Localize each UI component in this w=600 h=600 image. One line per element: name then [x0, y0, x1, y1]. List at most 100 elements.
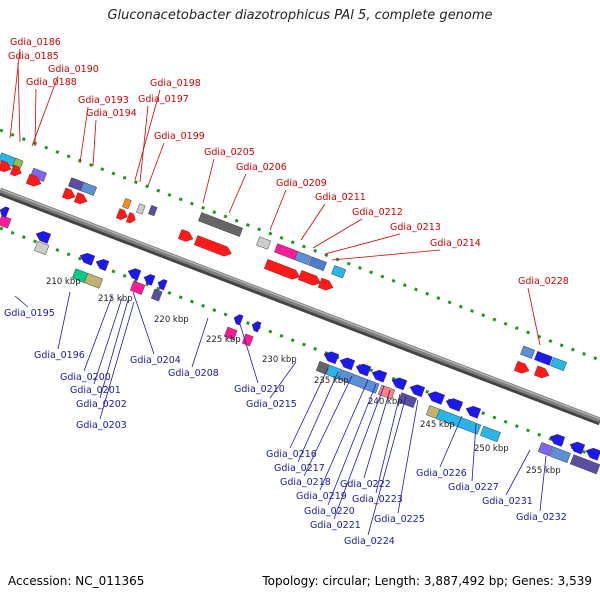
leader-bottom-14 — [327, 383, 377, 506]
gene-label: Gdia_0203 — [76, 420, 127, 431]
gene-label: Gdia_0194 — [86, 108, 137, 119]
lower-box-14 — [435, 408, 482, 435]
upper-box-5 — [198, 212, 243, 237]
blue-arrow-20 — [585, 447, 600, 461]
leader-top-7 — [139, 105, 149, 183]
blue-arrow-19 — [569, 441, 586, 455]
kbp-tick-label: 225 kbp — [206, 335, 241, 345]
blue-arrow-8 — [251, 321, 262, 333]
leader-bottom-17 — [375, 393, 401, 494]
lower-box-12 — [397, 392, 417, 408]
leader-bottom-5 — [99, 301, 135, 420]
blue-arrow-5 — [143, 274, 156, 286]
leader-top-1 — [17, 62, 21, 143]
blue-arrow-0 — [0, 206, 10, 218]
leader-bottom-19 — [397, 399, 419, 514]
gene-label: Gdia_0193 — [78, 95, 129, 106]
backbone-line — [0, 187, 600, 423]
blue-arrow-4 — [127, 268, 142, 281]
gene-label: Gdia_0210 — [234, 384, 285, 395]
red-arrow-3 — [62, 187, 76, 200]
red-arrow-9 — [264, 259, 300, 280]
red-arrow-11 — [318, 277, 334, 291]
leader-bottom-7 — [191, 317, 209, 368]
red-arrow-0 — [0, 160, 12, 172]
leader-top-10 — [228, 173, 247, 214]
red-arrow-8 — [194, 235, 232, 257]
backbone-highlight — [0, 188, 600, 420]
gene-label: Gdia_0223 — [352, 494, 403, 505]
leader-top-9 — [202, 158, 215, 204]
gene-label: Gdia_0217 — [274, 463, 325, 474]
gene-label: Gdia_0195 — [4, 308, 55, 319]
leader-top-15 — [331, 249, 441, 261]
gene-label: Gdia_0206 — [236, 162, 287, 173]
red-arrow-13 — [534, 365, 550, 379]
kbp-tick-label: 245 kbp — [420, 420, 455, 430]
lower-box-10 — [337, 369, 380, 394]
gene-label: Gdia_0226 — [416, 468, 467, 479]
red-arrow-2 — [26, 173, 42, 187]
upper-box-14 — [122, 198, 132, 210]
gene-labels: Gdia_0186Gdia_0185Gdia_0190Gdia_0188Gdia… — [4, 37, 569, 547]
gene-label: Gdia_0208 — [168, 368, 219, 379]
dotted-track-1 — [0, 128, 600, 362]
leader-bottom-22 — [505, 449, 531, 496]
upper-box-11 — [520, 345, 536, 359]
leader-bottom-10 — [289, 367, 329, 449]
leader-top-4 — [79, 106, 89, 164]
upper-box-13 — [550, 357, 567, 372]
upper-box-4 — [80, 181, 97, 196]
gene-label: Gdia_0222 — [340, 479, 391, 490]
lower-box-11 — [377, 384, 396, 400]
kbp-tick-label: 255 kbp — [526, 466, 561, 476]
leader-bottom-20 — [439, 415, 463, 468]
kbp-tick-label: 250 kbp — [474, 444, 509, 454]
upper-box-9 — [308, 256, 327, 272]
lower-box-18 — [569, 454, 600, 475]
leader-bottom-6 — [132, 291, 155, 355]
blue-arrow-11 — [355, 363, 372, 377]
label-leaders — [9, 48, 547, 536]
lower-box-4 — [129, 280, 146, 295]
gene-label: Gdia_0213 — [390, 222, 441, 233]
lower-box-5 — [150, 288, 163, 302]
upper-box-16 — [148, 205, 158, 217]
genome-summary: Topology: circular; Length: 3,887,492 bp… — [262, 574, 592, 588]
red-arrow-7 — [178, 229, 194, 242]
blue-arrow-14 — [409, 384, 426, 398]
upper-box-10 — [331, 265, 347, 279]
leader-bottom-0 — [14, 295, 29, 308]
upper-box-6 — [256, 236, 272, 250]
blue-arrow-3 — [95, 259, 110, 271]
gene-label: Gdia_0185 — [8, 51, 59, 62]
blue-arrow-17 — [465, 405, 482, 419]
leader-bottom-11 — [297, 371, 339, 463]
accession-text: Accession: NC_011365 — [8, 574, 145, 588]
upper-box-7 — [274, 243, 299, 261]
lower-box-3 — [83, 273, 103, 289]
blue-arrow-10 — [339, 357, 356, 371]
leader-top-5 — [92, 119, 97, 167]
leader-bottom-4 — [99, 299, 129, 399]
gene-label: Gdia_0205 — [204, 147, 255, 158]
gene-label: Gdia_0232 — [516, 512, 567, 523]
leader-top-6 — [134, 89, 161, 181]
blue-arrow-16 — [445, 398, 463, 412]
leader-top-11 — [269, 189, 287, 231]
gene-label: Gdia_0228 — [518, 276, 569, 287]
leader-bottom-16 — [363, 389, 391, 479]
leader-bottom-21 — [471, 423, 477, 482]
blue-arrow-7 — [233, 314, 244, 326]
red-arrow-12 — [514, 360, 530, 374]
blue-arrow-15 — [427, 391, 445, 405]
gene-label: Gdia_0200 — [60, 372, 111, 383]
lower-box-15 — [479, 425, 501, 443]
leader-bottom-3 — [93, 297, 123, 385]
gene-label: Gdia_0186 — [10, 37, 61, 48]
red-arrow-4 — [74, 192, 88, 205]
kbp-tick-label: 240 kbp — [368, 397, 403, 407]
blue-arrow-6 — [157, 279, 168, 291]
